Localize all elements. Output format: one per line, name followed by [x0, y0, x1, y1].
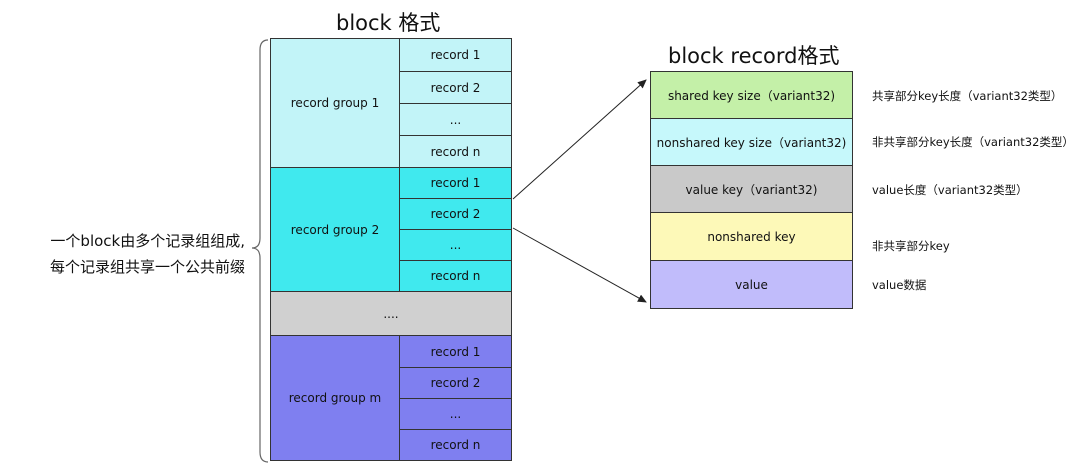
field-nonshared-key-size: nonshared key size（variant32) — [650, 118, 853, 166]
block-description-line-1: 一个block由多个记录组组成, — [50, 232, 245, 250]
group-1-record-2: record 2 — [399, 71, 512, 104]
group-1-record-1: record 1 — [399, 38, 512, 72]
group-m-record-1: record 1 — [399, 335, 512, 368]
desc-nonshared-key-size: 非共享部分key长度（variant32类型） — [872, 135, 1074, 149]
field-shared-key-size: shared key size（variant32) — [650, 71, 853, 119]
group-1-record-ellipsis: ... — [399, 103, 512, 136]
record-group-2: record group 2 — [270, 167, 400, 292]
field-value-key: value key（variant32) — [650, 165, 853, 213]
group-2-record-n: record n — [399, 260, 512, 292]
arrow-to-record-bottom — [512, 227, 647, 303]
group-2-record-2: record 2 — [399, 198, 512, 230]
groups-ellipsis: .... — [270, 291, 512, 336]
field-value: value — [650, 260, 853, 309]
group-m-record-n: record n — [399, 429, 512, 461]
desc-value: value数据 — [872, 278, 927, 292]
group-m-record-ellipsis: ... — [399, 398, 512, 430]
block-description-line-2: 每个记录组共享一个公共前缀 — [49, 258, 245, 276]
group-2-record-1: record 1 — [399, 167, 512, 199]
record-group-m: record group m — [270, 335, 400, 461]
group-1-record-n: record n — [399, 135, 512, 168]
block-format-title: block 格式 — [336, 11, 441, 35]
desc-value-key: value长度（variant32类型） — [872, 183, 1028, 197]
group-m-record-2: record 2 — [399, 367, 512, 399]
group-2-record-ellipsis: ... — [399, 229, 512, 261]
desc-nonshared-key: 非共享部分key — [872, 239, 950, 253]
record-group-1: record group 1 — [270, 38, 400, 168]
curly-brace — [251, 39, 269, 463]
record-format-title: block record格式 — [668, 44, 840, 68]
desc-shared-key-size: 共享部分key长度（variant32类型） — [872, 89, 1063, 103]
arrow-to-record-top — [512, 79, 647, 200]
block-description: 一个block由多个记录组组成, 每个记录组共享一个公共前缀 — [0, 228, 245, 280]
field-nonshared-key: nonshared key — [650, 212, 853, 261]
